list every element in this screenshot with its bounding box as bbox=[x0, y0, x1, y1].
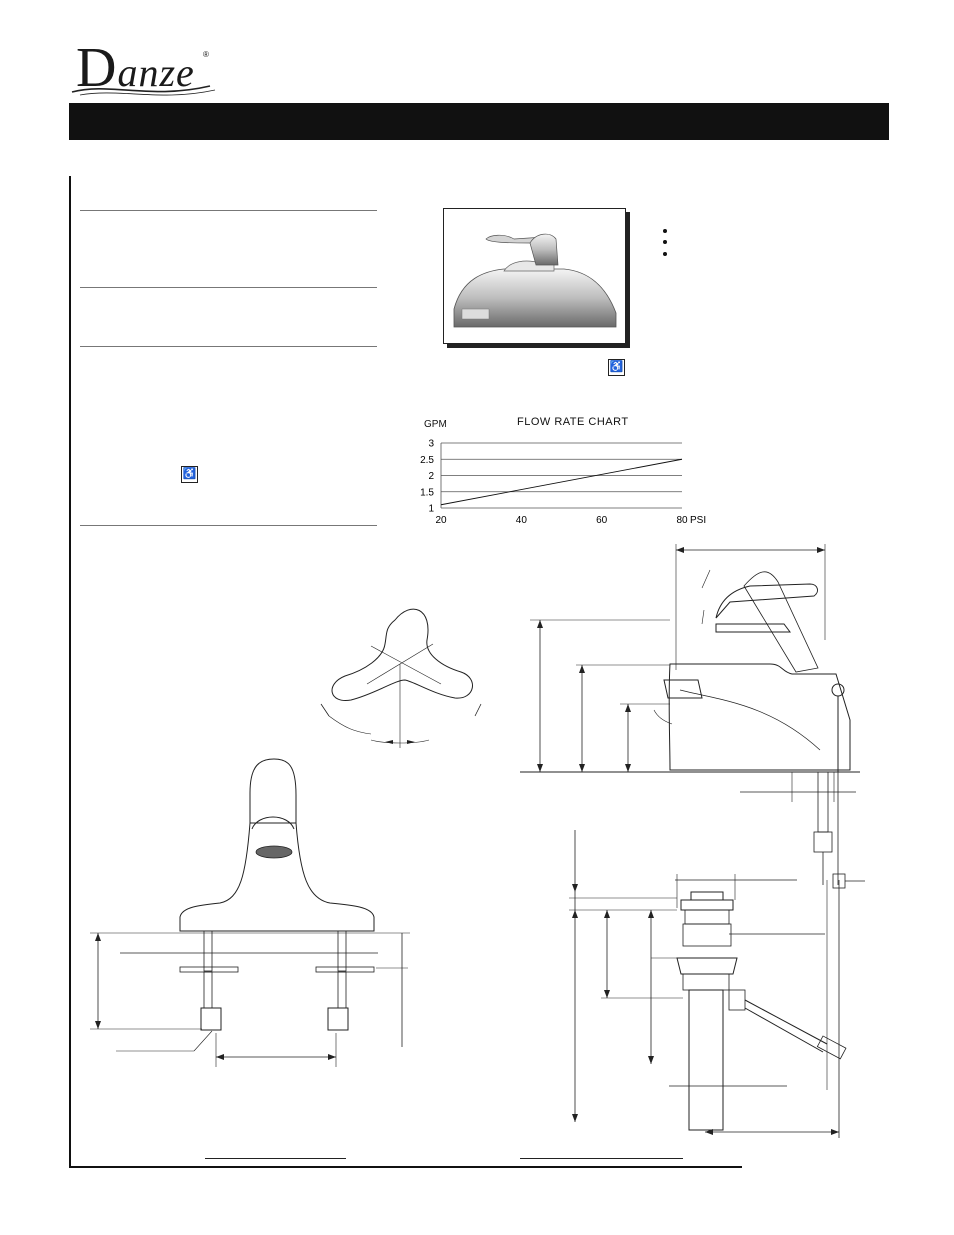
x-tick-label: 40 bbox=[516, 515, 528, 526]
chart-grid bbox=[440, 442, 682, 509]
caption-underline bbox=[520, 1158, 683, 1159]
x-tick-label: 60 bbox=[596, 515, 608, 526]
caption-underline bbox=[205, 1158, 346, 1159]
flow-rate-chart: 1 1.5 2 2.5 3 20 40 60 80 PSI bbox=[420, 439, 706, 527]
page-frame-left bbox=[69, 176, 71, 1168]
x-tick-label: 20 bbox=[435, 515, 447, 526]
chart-title: FLOW RATE CHART bbox=[517, 416, 629, 428]
y-tick-label: 1.5 bbox=[420, 487, 434, 498]
section-divider bbox=[80, 525, 377, 526]
wheelchair-icon: ♿ bbox=[608, 359, 625, 376]
x-tick-label: 80 bbox=[676, 515, 688, 526]
bullet-point bbox=[663, 252, 667, 256]
brand-logo: Danze bbox=[76, 36, 195, 100]
y-tick-label: 1 bbox=[428, 504, 434, 515]
page-frame-bottom bbox=[69, 1166, 742, 1168]
y-tick-label: 3 bbox=[428, 439, 434, 450]
flow-rate-line bbox=[440, 458, 683, 506]
bullet-point bbox=[663, 229, 667, 233]
section-divider bbox=[80, 210, 377, 211]
x-tick-labels: 20 40 60 80 bbox=[435, 515, 688, 526]
y-axis-label: GPM bbox=[424, 419, 447, 430]
registered-mark: ® bbox=[203, 50, 209, 59]
side-elevation-drawing bbox=[520, 544, 860, 885]
bullet-point bbox=[663, 240, 667, 244]
title-banner bbox=[69, 103, 889, 140]
logo-rest: anze bbox=[117, 50, 195, 95]
y-tick-label: 2 bbox=[428, 471, 434, 482]
faucet-photo-image bbox=[453, 233, 617, 328]
y-tick-labels: 1 1.5 2 2.5 3 bbox=[420, 439, 434, 515]
chart-series bbox=[440, 458, 683, 506]
logo-swoosh bbox=[71, 85, 216, 96]
y-tick-label: 2.5 bbox=[420, 455, 434, 466]
product-photo bbox=[443, 208, 626, 344]
front-elevation-drawing bbox=[90, 758, 410, 1067]
x-axis-label: PSI bbox=[690, 515, 706, 526]
section-divider bbox=[80, 346, 377, 347]
handle-top-view-drawing bbox=[320, 608, 482, 748]
wheelchair-icon: ♿ bbox=[181, 466, 198, 483]
section-divider bbox=[80, 287, 377, 288]
drain-assembly-drawing bbox=[569, 830, 865, 1138]
